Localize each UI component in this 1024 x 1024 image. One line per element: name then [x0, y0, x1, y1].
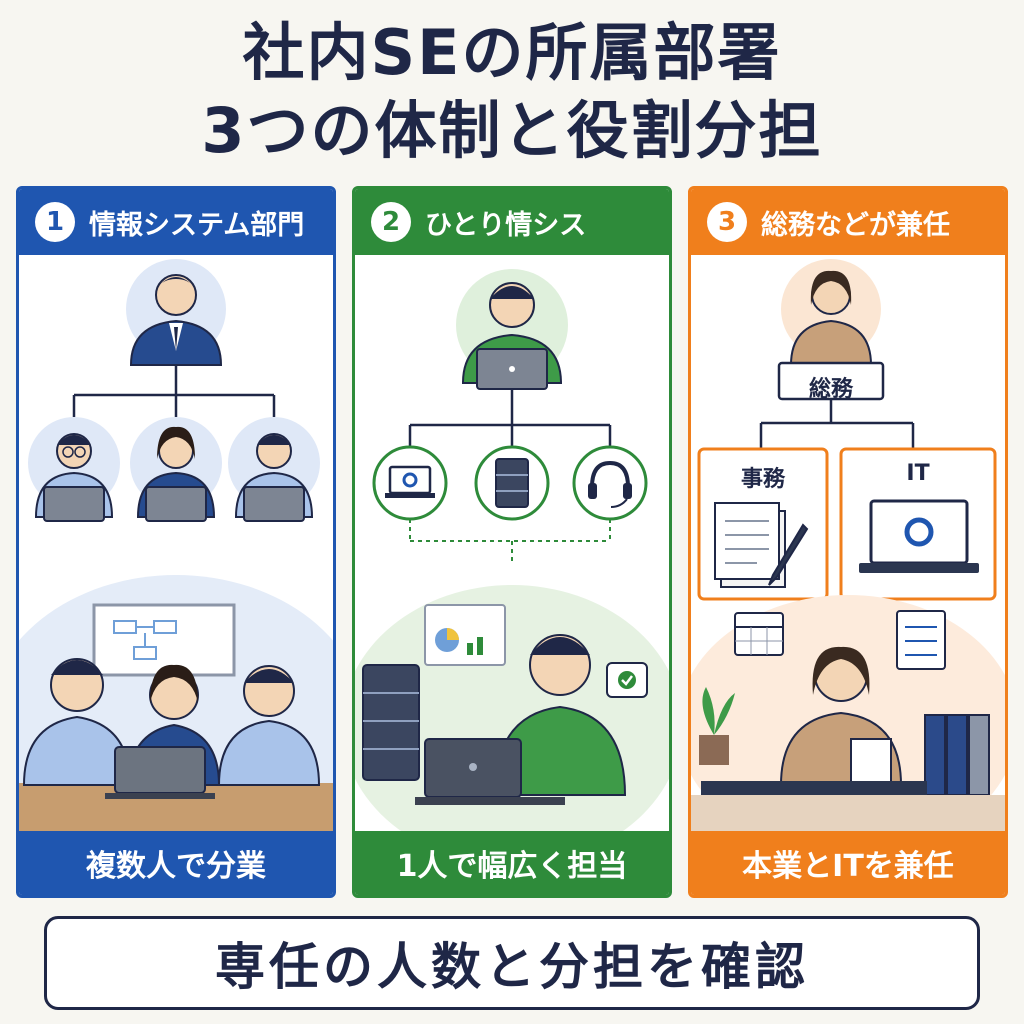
- bottom-message-box: 専任の人数と分担を確認: [44, 916, 980, 1010]
- laptop-settings-icon: [859, 499, 979, 573]
- title-line-1: 社内SEの所属部署: [242, 16, 782, 89]
- headset-icon: [572, 445, 648, 521]
- dotted-connector: [409, 519, 611, 565]
- column-2-heading: ひとり情シス: [425, 209, 587, 241]
- column-3-heading: 総務などが兼任: [761, 209, 950, 241]
- office-work-illustration: [691, 595, 1005, 835]
- column-1-footer: 複数人で分業: [19, 831, 333, 895]
- org-chart-lines: [408, 389, 612, 447]
- column-solo-it: 2 ひとり情シス: [352, 186, 672, 898]
- column-1-illustration: [19, 255, 333, 835]
- column-3-illustration: 総務 事務 IT: [691, 255, 1005, 835]
- org-chart-lines: [72, 365, 276, 417]
- column-it-department: 1 情報システム部門: [16, 186, 336, 898]
- laptop-settings-icon: [372, 445, 448, 521]
- column-3-footer: 本業とITを兼任: [691, 831, 1005, 895]
- working-staff-illustration: [355, 585, 669, 835]
- bottom-message: 専任の人数と分担を確認: [215, 938, 809, 996]
- column-1-heading: 情報システム部門: [89, 209, 305, 241]
- title-line-2: 3つの体制と役割分担: [201, 94, 823, 167]
- staff-member-icon: [130, 417, 222, 522]
- document-pen-icon: [714, 502, 809, 588]
- org-chart-lines: [759, 399, 915, 449]
- server-icon: [474, 445, 550, 521]
- general-affairs-staff-icon: [781, 259, 881, 366]
- column-1-number: 1: [35, 202, 75, 242]
- staff-member-icon: [228, 417, 320, 522]
- column-2-header: 2 ひとり情シス: [355, 189, 669, 255]
- staff-member-icon: [28, 417, 120, 522]
- page-title: 社内SEの所属部署 3つの体制と役割分担: [0, 14, 1024, 170]
- team-meeting-illustration: [19, 575, 333, 835]
- column-general-affairs: 3 総務などが兼任: [688, 186, 1008, 898]
- column-2-illustration: [355, 255, 669, 835]
- column-3-number: 3: [707, 202, 747, 242]
- manager-icon: [126, 259, 226, 366]
- column-3-header: 3 総務などが兼任: [691, 189, 1005, 255]
- column-1-header: 1 情報システム部門: [19, 189, 333, 255]
- solo-staff-icon: [456, 269, 568, 390]
- clerical-box-label: 事務: [740, 467, 785, 492]
- column-2-footer: 1人で幅広く担当: [355, 831, 669, 895]
- it-box-label: IT: [906, 461, 930, 486]
- general-affairs-box-label: 総務: [808, 377, 853, 402]
- column-2-number: 2: [371, 202, 411, 242]
